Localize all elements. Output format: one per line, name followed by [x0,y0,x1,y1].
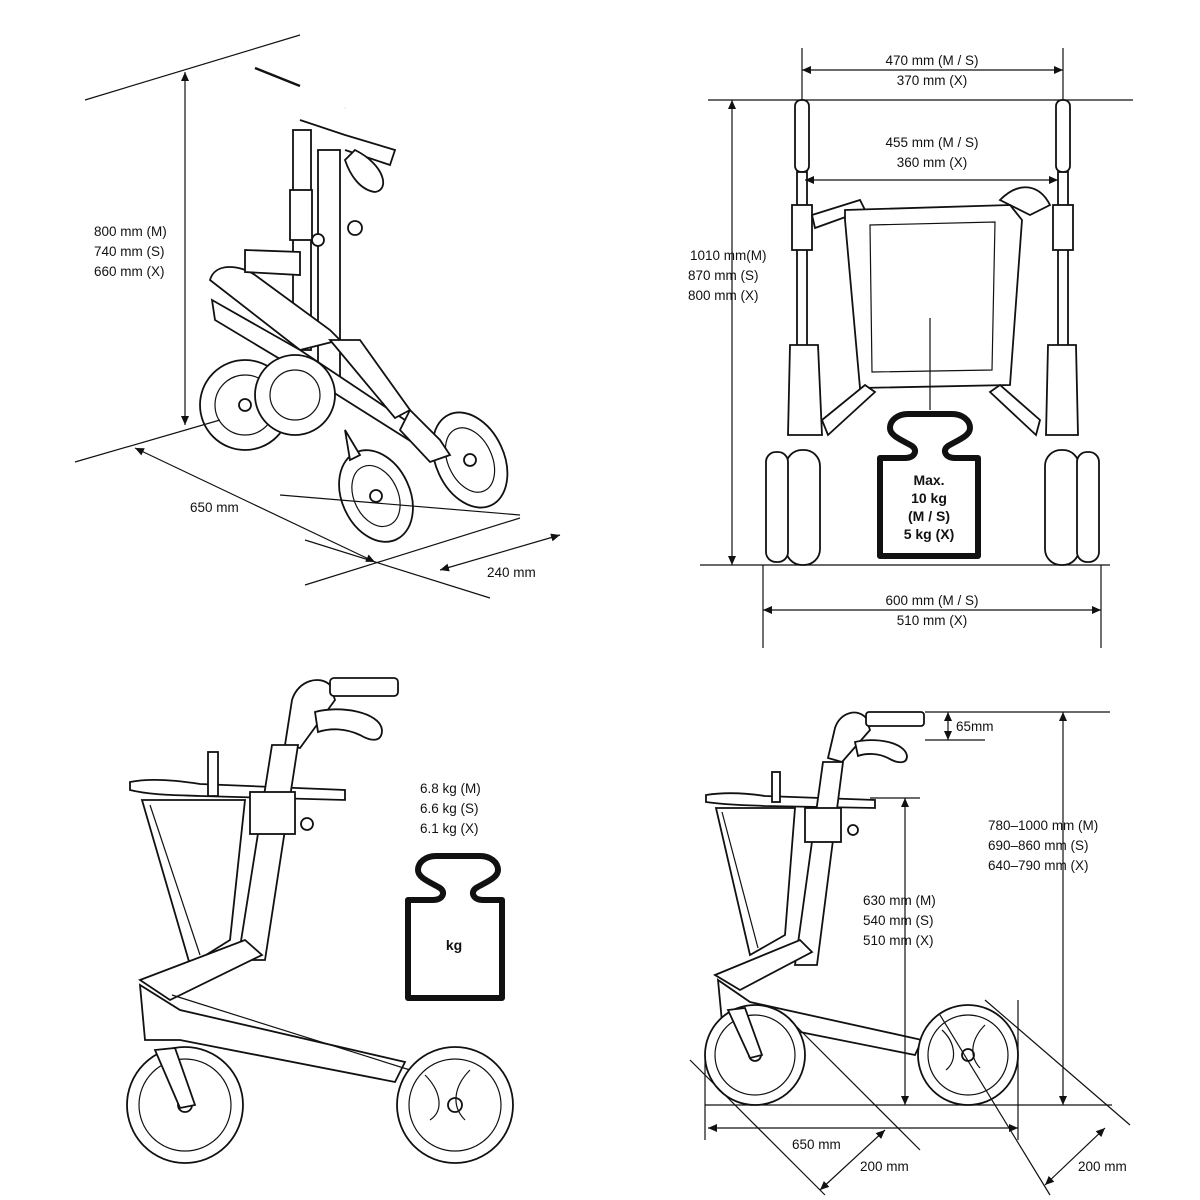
handle-height-x: 640–790 mm (X) [988,858,1089,873]
weight-icon-label: kg [446,937,462,953]
folded-rollator-view: 800 mm (M) 740 mm (S) 660 mm (X) 650 mm … [74,34,561,599]
weight-m: 6.8 kg (M) [420,781,481,796]
handle-width-x: 370 mm (X) [897,73,968,88]
handle-width-ms: 470 mm (M / S) [885,53,978,68]
wheelbase: 650 mm [792,1137,841,1152]
max-load-title: Max. [913,472,944,488]
seat-height-m: 630 mm (M) [863,893,936,908]
folded-length: 650 mm [190,500,239,515]
front-view: Max. 10 kg (M / S) 5 kg (X) 470 mm (M / … [688,48,1133,648]
side-dimensions-view: 65mm 780–1000 mm (M) 690–860 mm (S) 640–… [689,711,1131,1196]
folded-rollator-drawing [199,59,509,543]
max-load-ms-label: (M / S) [908,508,950,524]
front-height-x: 800 mm (X) [688,288,759,303]
front-rollator-drawing [765,99,1100,566]
folded-height-m: 800 mm (M) [94,224,167,239]
rear-depth: 200 mm [1078,1159,1127,1174]
front-depth: 200 mm [860,1159,909,1174]
side-weight-view: 6.8 kg (M) 6.6 kg (S) 6.1 kg (X) kg [126,677,514,1164]
base-width-x: 510 mm (X) [897,613,968,628]
weight-x: 6.1 kg (X) [420,821,479,836]
folded-depth: 240 mm [487,565,536,580]
max-load-ms: 10 kg [911,490,947,506]
side-rollator-drawing [126,677,514,1164]
handle-offset: 65mm [956,719,994,734]
inner-width-ms: 455 mm (M / S) [885,135,978,150]
seat-height-s: 540 mm (S) [863,913,934,928]
folded-height-s: 740 mm (S) [94,244,165,259]
handle-height-m: 780–1000 mm (M) [988,818,1098,833]
handle-height-s: 690–860 mm (S) [988,838,1089,853]
side-dims-rollator-drawing [704,711,1019,1106]
seat-height-x: 510 mm (X) [863,933,934,948]
weight-s: 6.6 kg (S) [420,801,479,816]
max-load-x: 5 kg (X) [904,526,955,542]
front-height-m: 1010 mm(M) [690,248,767,263]
front-height-s: 870 mm (S) [688,268,759,283]
inner-width-x: 360 mm (X) [897,155,968,170]
max-load-weight-icon [877,411,981,559]
folded-height-x: 660 mm (X) [94,264,165,279]
weight-icon [405,853,505,1001]
base-width-ms: 600 mm (M / S) [885,593,978,608]
